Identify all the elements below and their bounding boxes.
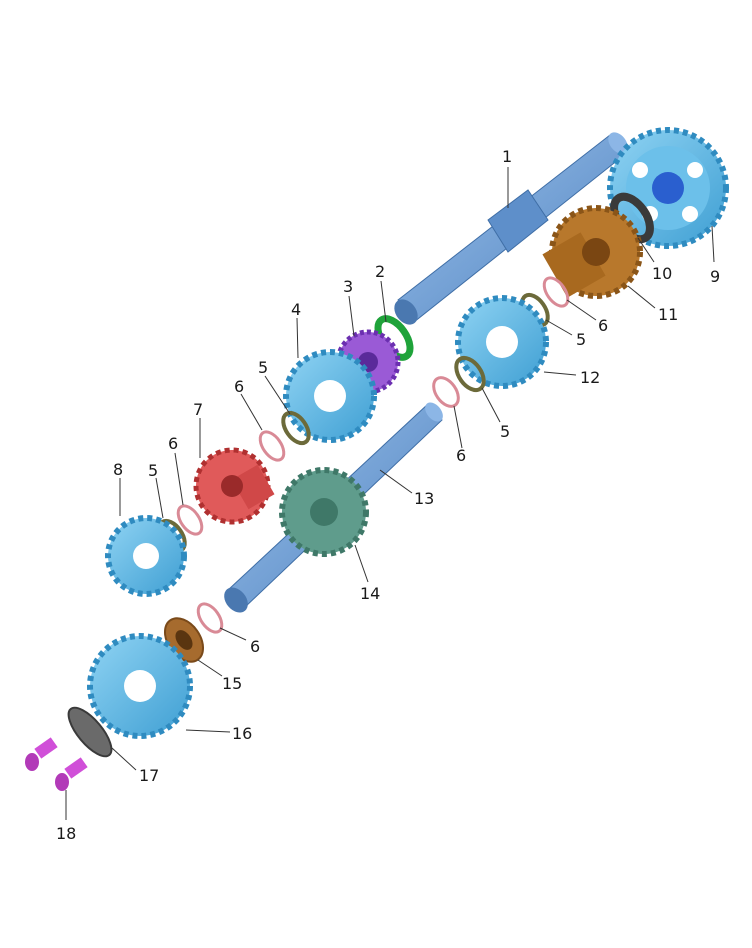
callout-6-left: 6 [168, 434, 178, 453]
callout-10: 10 [652, 264, 672, 283]
callout-11: 11 [658, 305, 678, 324]
lock-plate-17 [67, 706, 113, 758]
gear-4 [283, 349, 377, 443]
ring-6-lower [196, 602, 224, 634]
callout-8: 8 [113, 460, 123, 479]
ring-6-right [432, 376, 460, 408]
callout-7: 7 [193, 400, 203, 419]
callout-15: 15 [222, 674, 242, 693]
callout-6-upper: 6 [598, 316, 608, 335]
gear-9 [607, 127, 729, 249]
callout-5-right: 5 [500, 422, 510, 441]
callout-14: 14 [360, 584, 380, 603]
callout-1: 1 [502, 147, 512, 166]
callout-6-right: 6 [456, 446, 466, 465]
callout-9: 9 [710, 267, 720, 286]
gear-8 [105, 515, 187, 597]
callout-12: 12 [580, 368, 600, 387]
callout-16: 16 [232, 724, 252, 743]
gear-11 [542, 205, 643, 299]
ring-6-mid [258, 430, 286, 462]
leader-lines [65, 167, 715, 820]
callout-4: 4 [291, 300, 301, 319]
main-shaft-upper [394, 132, 629, 325]
ring-6-left [176, 504, 204, 536]
callout-18: 18 [56, 824, 76, 843]
gear-7 [193, 447, 275, 525]
callout-6-mid: 6 [234, 377, 244, 396]
callout-5-upper: 5 [576, 330, 586, 349]
callout-labels: 1 2 3 4 5 5 5 5 6 6 6 6 6 7 8 9 10 11 12… [56, 147, 720, 843]
bolt-18-b [55, 757, 88, 791]
circlip-5-right [454, 355, 486, 393]
callout-6-lower: 6 [250, 637, 260, 656]
gear-14 [279, 467, 369, 557]
callout-5-mid: 5 [258, 358, 268, 377]
gear-12 [455, 295, 549, 389]
callout-13: 13 [414, 489, 434, 508]
callout-17: 17 [139, 766, 159, 785]
callout-5-left: 5 [148, 461, 158, 480]
gear-16 [87, 633, 193, 739]
ring-6-upper [542, 276, 570, 308]
bolt-18-a [25, 737, 58, 771]
callout-3: 3 [343, 277, 353, 296]
circlip-5-mid [281, 410, 311, 446]
callout-2: 2 [375, 262, 385, 281]
